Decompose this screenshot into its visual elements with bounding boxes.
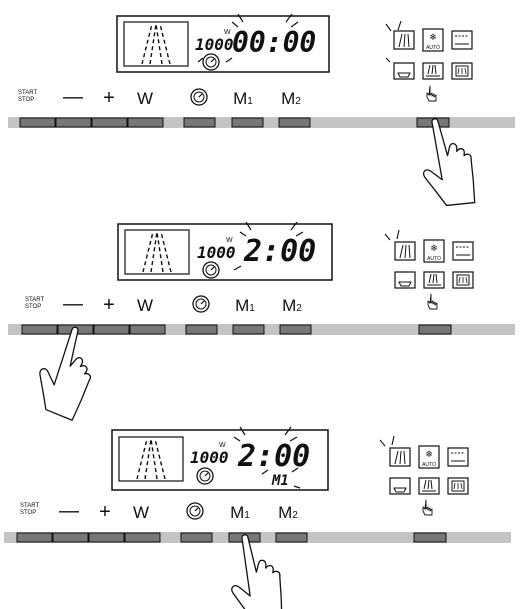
- button-labels: START STOP — + W M1 M2: [25, 293, 302, 316]
- selector-hand-icon: [427, 293, 438, 310]
- program-selector: ❄ AUTO: [385, 20, 473, 102]
- plus-button[interactable]: [88, 532, 125, 543]
- w-label: W: [137, 89, 153, 108]
- timer-button-icon: [190, 88, 208, 106]
- combi-program-icon[interactable]: [423, 271, 445, 289]
- timer-button[interactable]: [180, 532, 213, 543]
- minus-label: —: [59, 500, 79, 522]
- start-label: START: [25, 297, 44, 303]
- timer-button-icon: [186, 502, 204, 520]
- m1-label: M1: [233, 89, 253, 108]
- fan-oven-icon[interactable]: [447, 477, 469, 495]
- combi-selector-button[interactable]: [413, 532, 447, 543]
- program-selector: ❄ AUTO: [379, 435, 469, 516]
- plus-label: +: [103, 294, 115, 316]
- w-button[interactable]: [129, 324, 166, 335]
- stop-label: STOP: [20, 510, 36, 516]
- bottom-heat-icon[interactable]: [393, 62, 415, 80]
- combi-program-icon[interactable]: [422, 62, 444, 80]
- plus-label: +: [99, 501, 111, 523]
- watt-unit: W: [226, 237, 233, 244]
- start-stop-button[interactable]: [19, 117, 56, 128]
- blink-marks: [233, 221, 304, 271]
- watt-unit: W: [224, 29, 231, 36]
- w-button[interactable]: [127, 117, 164, 128]
- grill-program-icon[interactable]: [389, 447, 411, 467]
- m2-label: M2: [281, 89, 301, 108]
- combi-selector-button[interactable]: [418, 324, 452, 335]
- m1-button[interactable]: [231, 117, 264, 128]
- program-selector: ❄ AUTO: [384, 229, 474, 310]
- auto-label: AUTO: [427, 256, 441, 262]
- button-labels: START STOP — + W M1 M2: [18, 86, 301, 109]
- power-value: 1000: [197, 243, 236, 262]
- watt-unit: W: [219, 442, 226, 449]
- blink-marks: [197, 13, 299, 63]
- timer-button-icon: [192, 295, 210, 313]
- power-value: 1000: [190, 448, 229, 467]
- plus-label: +: [103, 87, 115, 109]
- m2-label: M2: [282, 296, 302, 315]
- auto-label: AUTO: [422, 462, 436, 468]
- timer-button[interactable]: [185, 324, 218, 335]
- grill-program-icon[interactable]: [394, 241, 416, 261]
- panel-1: 1000 W 00:00 ❄ AUTO: [8, 13, 515, 214]
- oven-program-icon[interactable]: [452, 241, 474, 261]
- m2-button[interactable]: [275, 532, 308, 543]
- panel-3: 1000 W 2:00 M1 ❄ AUTO: [4, 426, 511, 609]
- auto-defrost-icon[interactable]: ❄ AUTO: [423, 239, 445, 263]
- combi-program-icon[interactable]: [418, 477, 440, 495]
- m2-button[interactable]: [279, 324, 312, 335]
- w-button[interactable]: [124, 532, 161, 543]
- auto-defrost-icon[interactable]: ❄ AUTO: [422, 28, 444, 52]
- plus-button[interactable]: [93, 324, 130, 335]
- auto-label: AUTO: [426, 45, 440, 51]
- memory-mode-readout: M1: [271, 473, 289, 489]
- minus-button[interactable]: [55, 117, 92, 128]
- m2-button[interactable]: [278, 117, 311, 128]
- lcd-display: 1000 W 2:00 M1: [111, 426, 329, 491]
- w-label: W: [137, 296, 153, 315]
- minus-label: —: [63, 293, 83, 315]
- fan-oven-icon[interactable]: [452, 271, 474, 289]
- plus-button[interactable]: [91, 117, 128, 128]
- snowflake-icon: ❄: [430, 243, 438, 253]
- stop-label: STOP: [25, 304, 41, 310]
- start-stop-button[interactable]: [21, 324, 58, 335]
- snowflake-icon: ❄: [425, 449, 433, 459]
- selector-hand-icon: [422, 499, 433, 516]
- time-readout: 2:00: [237, 439, 310, 474]
- minus-button[interactable]: [52, 532, 89, 543]
- start-label: START: [20, 503, 39, 509]
- lcd-display: 1000 W 00:00: [116, 13, 330, 73]
- stop-label: STOP: [18, 97, 34, 103]
- grill-program-icon[interactable]: [393, 30, 415, 50]
- start-stop-button[interactable]: [16, 532, 53, 543]
- oven-program-icon[interactable]: [447, 447, 469, 467]
- snowflake-icon: ❄: [429, 32, 437, 42]
- timer-button[interactable]: [183, 117, 216, 128]
- fan-oven-icon[interactable]: [451, 62, 473, 80]
- m2-label: M2: [278, 503, 298, 522]
- panel-2: 1000 W 2:00 ❄ AUTO: [8, 221, 515, 423]
- blink-marks: [233, 426, 301, 489]
- minus-label: —: [63, 86, 83, 108]
- m1-label: M1: [235, 296, 255, 315]
- auto-defrost-icon[interactable]: ❄ AUTO: [418, 445, 440, 469]
- time-readout: 2:00: [243, 234, 316, 269]
- m1-label: M1: [230, 503, 250, 522]
- selector-hand-icon: [426, 85, 437, 102]
- oven-program-icon[interactable]: [451, 30, 473, 50]
- time-readout: 00:00: [232, 26, 316, 59]
- start-label: START: [18, 90, 37, 96]
- bottom-heat-icon[interactable]: [389, 477, 411, 495]
- bottom-heat-icon[interactable]: [394, 271, 416, 289]
- pointing-hand-icon: [29, 320, 103, 423]
- m1-button[interactable]: [232, 324, 265, 335]
- power-value: 1000: [195, 35, 234, 54]
- lcd-display: 1000 W 2:00: [117, 221, 333, 281]
- button-labels: START STOP — + W M1 M2: [20, 500, 298, 523]
- w-label: W: [133, 503, 149, 522]
